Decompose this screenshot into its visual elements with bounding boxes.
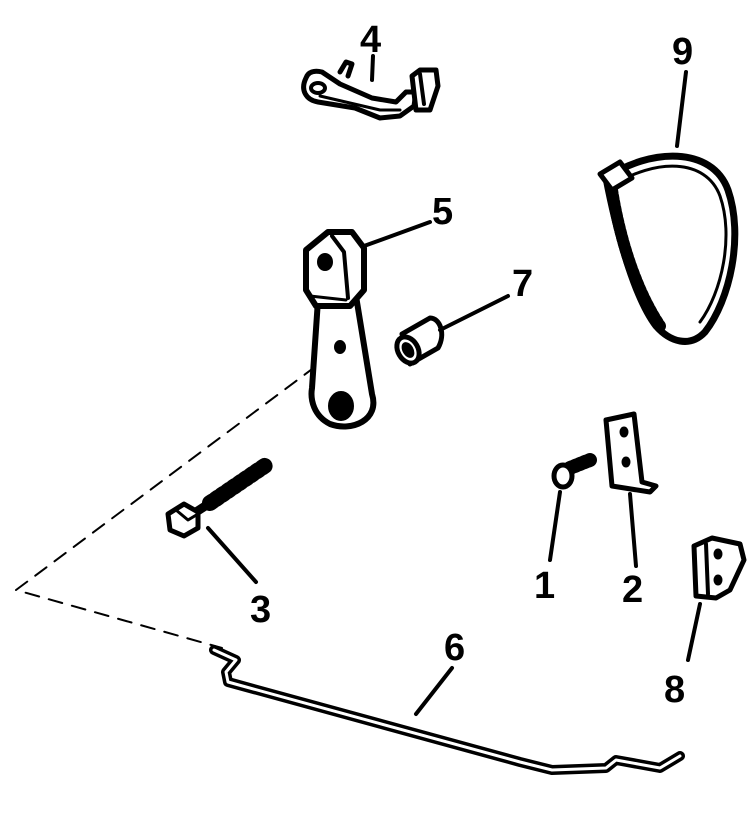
callout-label-1: 1	[534, 565, 555, 607]
clip-icon	[691, 535, 747, 601]
callout-label-8: 8	[664, 669, 685, 711]
leader-line-4	[370, 54, 375, 82]
callout-label-2: 2	[622, 569, 643, 611]
callout-label-9: 9	[672, 31, 693, 73]
lever-arm-icon	[303, 229, 377, 430]
leader-line-6	[414, 666, 454, 716]
callout-label-5: 5	[432, 191, 453, 233]
callout-label-4: 4	[360, 19, 381, 61]
throttle-lever-icon	[301, 59, 441, 121]
screw-icon	[551, 453, 597, 490]
leader-line-7	[438, 294, 510, 332]
assembly-guide-lines	[15, 351, 336, 649]
leader-line-1	[548, 490, 562, 562]
leader-line-3	[206, 526, 258, 584]
callout-label-6: 6	[444, 627, 465, 669]
bolt-icon	[165, 457, 274, 539]
bushing-icon	[394, 315, 445, 367]
hose-clamp-icon	[597, 152, 739, 345]
leader-line-8	[686, 602, 702, 662]
callout-label-3: 3	[250, 589, 271, 631]
leader-line-5	[362, 220, 432, 248]
leader-line-2	[628, 492, 638, 568]
callout-label-7: 7	[512, 263, 533, 305]
leader-line-9	[675, 70, 688, 148]
bracket-plate-icon	[603, 411, 659, 495]
link-rod-icon	[209, 645, 685, 775]
